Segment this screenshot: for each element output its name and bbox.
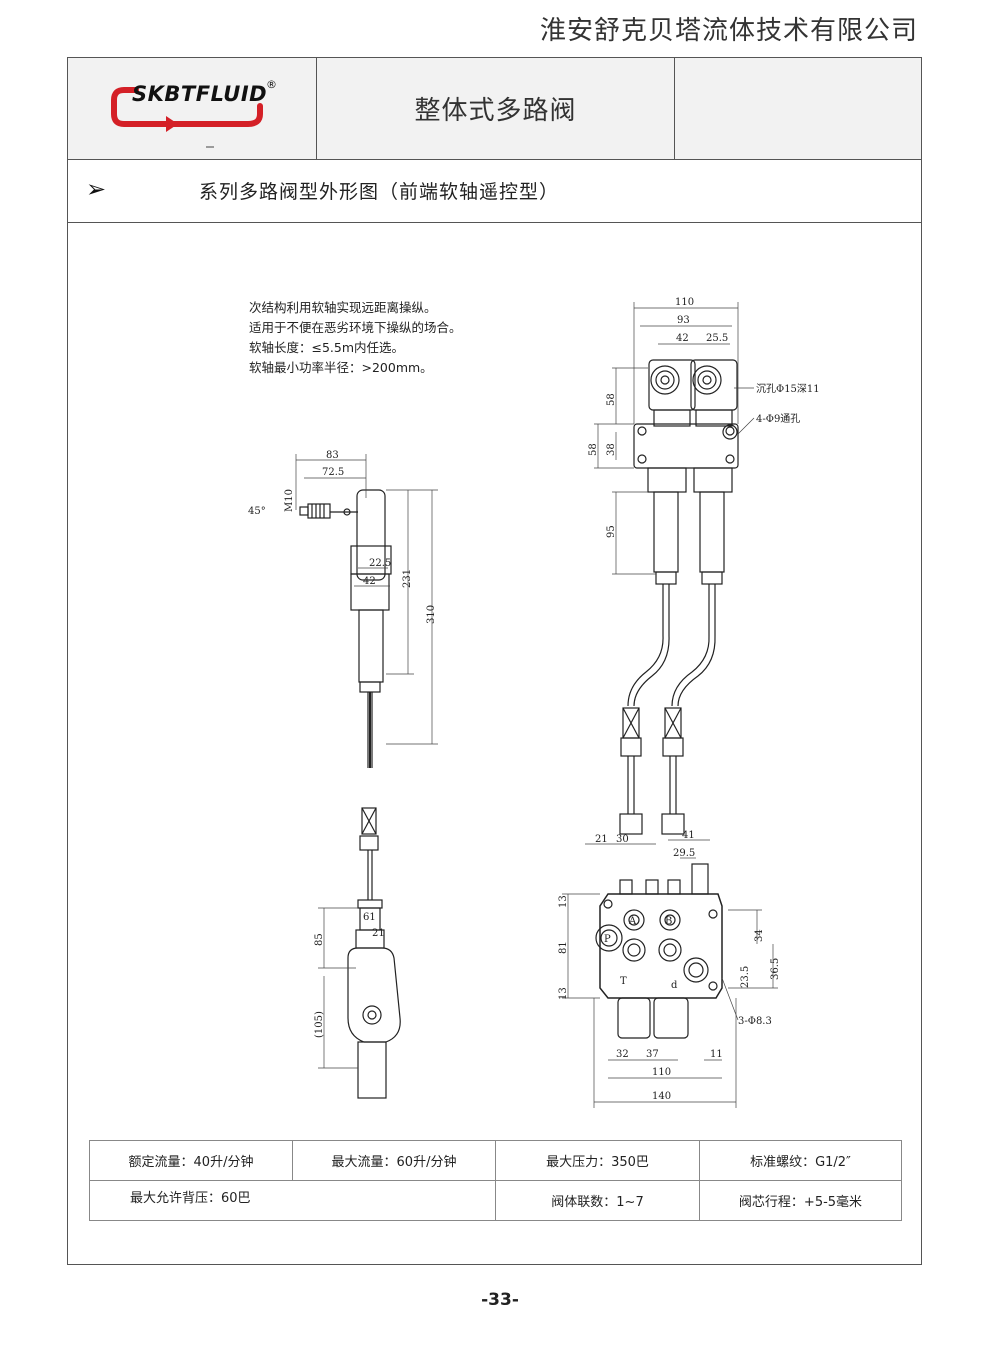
- dim-95: 95: [606, 525, 617, 538]
- dim-m10: M10: [284, 489, 295, 512]
- spec-table: 额定流量：40升/分钟 最大流量：60升/分钟 最大压力：350巴 标准螺纹：G…: [89, 1140, 902, 1221]
- right-view-drawing: [595, 359, 739, 1039]
- dim-231: 231: [402, 569, 413, 588]
- page-number: -33-: [481, 1290, 519, 1310]
- dim-110-top: 110: [675, 297, 694, 308]
- subtitle-row: ➢ 系列多路阀型外形图（前端软轴遥控型）: [68, 159, 921, 223]
- logo-registered-mark: ®: [266, 78, 277, 91]
- note-line: 次结构利用软轴实现远距离操纵。: [249, 300, 437, 315]
- arrowhead-icon: ➢: [86, 175, 107, 203]
- design-notes: 次结构利用软轴实现远距离操纵。 适用于不便在恶劣环境下操纵的场合。 软轴长度：≤…: [249, 298, 462, 378]
- dim-140: 140: [652, 1091, 671, 1102]
- header-row: SKBTFLUID ® 整体式多路阀: [68, 58, 921, 160]
- port-label-d: d: [671, 980, 678, 991]
- dim-61: 61: [363, 912, 376, 923]
- port-label-p: P: [604, 934, 611, 945]
- spec-back-pressure: 最大允许背压：60巴: [90, 1181, 496, 1220]
- dim-42-top: 42: [676, 333, 689, 344]
- dim-21: 21: [372, 928, 385, 939]
- dim-32: 32: [616, 1049, 629, 1060]
- callout-counterbore: 沉孔Φ15深11: [756, 382, 820, 395]
- dim-22-5: 22.5: [369, 558, 391, 569]
- callout-mounting-holes: 3-Φ8.3: [738, 1016, 772, 1027]
- logo-cell: SKBTFLUID ®: [68, 58, 317, 159]
- dim-13-b: 13: [558, 987, 569, 1000]
- dim-37: 37: [646, 1049, 659, 1060]
- dim-110-bottom: 110: [652, 1067, 671, 1078]
- document-frame: SKBTFLUID ® 整体式多路阀 ➢ 系列多路阀型外形图（前端软轴遥控型） …: [67, 57, 922, 1265]
- spec-max-flow: 最大流量：60升/分钟: [293, 1141, 496, 1181]
- spec-rated-flow: 额定流量：40升/分钟: [90, 1141, 293, 1181]
- dim-30: 30: [616, 834, 629, 845]
- dim-93: 93: [677, 315, 690, 326]
- dim-85: 85: [314, 933, 325, 946]
- dim-34: 34: [754, 929, 765, 942]
- spec-thread: 标准螺纹：G1/2″: [700, 1141, 901, 1181]
- dim-45-degree: 45°: [248, 506, 266, 517]
- dim-23-5: 23.5: [740, 966, 751, 988]
- dim-58-b: 58: [588, 443, 599, 456]
- note-line: 软轴长度：≤5.5m内任选。: [249, 340, 405, 355]
- note-line: 适用于不便在恶劣环境下操纵的场合。: [249, 320, 462, 335]
- company-name: 淮安舒克贝塔流体技术有限公司: [539, 16, 918, 46]
- note-line: 软轴最小功率半径：>200mm。: [249, 360, 433, 375]
- dim-36-5: 36.5: [770, 958, 781, 980]
- dim-29-5: 29.5: [673, 848, 695, 859]
- dim-310: 310: [426, 605, 437, 624]
- dim-58-a: 58: [606, 393, 617, 406]
- dim-105: (105): [314, 1011, 325, 1038]
- spec-sections: 阀体联数：1~7: [496, 1181, 700, 1220]
- logo-mark-icon: [111, 87, 263, 148]
- dim-11: 11: [710, 1049, 723, 1060]
- section-subtitle: 系列多路阀型外形图（前端软轴遥控型）: [199, 181, 560, 203]
- spec-spool-stroke: 阀芯行程：+5-5毫米: [738, 1195, 863, 1210]
- dim-83: 83: [326, 450, 339, 461]
- dim-41: 41: [682, 830, 695, 841]
- dim-21-r: 21: [595, 834, 608, 845]
- spec-max-pressure: 最大压力：350巴: [496, 1141, 700, 1181]
- dim-13-a: 13: [558, 895, 569, 908]
- dim-72-5: 72.5: [322, 467, 344, 478]
- callout-through-holes: 4-Φ9通孔: [756, 413, 800, 425]
- technical-drawing: 83 72.5 M10 45° 22.5 42 231 310 61 21 85…: [248, 297, 820, 1108]
- dim-38: 38: [606, 443, 617, 456]
- document-title: 整体式多路阀: [414, 96, 577, 126]
- dim-42: 42: [363, 576, 376, 587]
- port-label-a: A: [628, 916, 637, 927]
- dim-81: 81: [558, 941, 569, 954]
- port-label-t: T: [620, 976, 627, 987]
- title-cell: 整体式多路阀: [317, 58, 675, 159]
- dim-25-5: 25.5: [706, 333, 728, 344]
- left-view-drawing: [299, 489, 401, 1099]
- port-label-b: B: [665, 916, 672, 927]
- logo-brand-text: SKBTFLUID: [132, 82, 268, 106]
